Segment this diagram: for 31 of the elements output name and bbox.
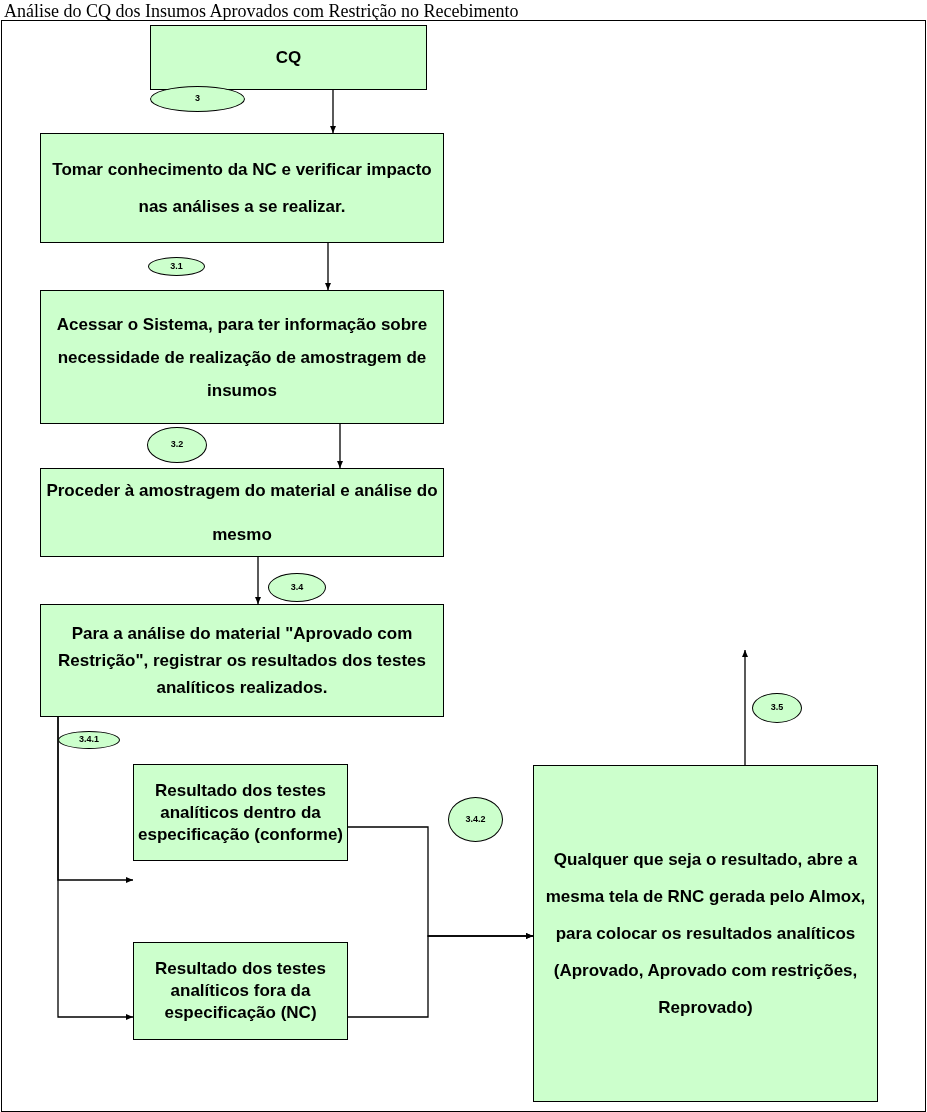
- step-number-oval: 3.2: [147, 427, 207, 463]
- step-number-oval: 3.5: [752, 693, 802, 723]
- box-text: Resultado dos testes analíticos fora da especificação (NC): [154, 958, 327, 1024]
- process-box: [40, 133, 444, 243]
- step-number-oval: 3.4.1: [58, 731, 120, 749]
- step-number-oval: 3.4: [268, 573, 326, 602]
- arrow: [255, 556, 261, 605]
- process-box: [533, 765, 878, 1102]
- process-box: [40, 604, 444, 717]
- step-number-oval: 3: [150, 86, 245, 112]
- arrow: [330, 89, 336, 134]
- process-box: [150, 25, 427, 90]
- box-text: Para a análise do material "Aprovado com Restrição", registrar os resultados dos testes analíticos realizados.: [56, 623, 427, 699]
- process-box: [133, 764, 348, 861]
- box-text: Resultado dos testes analíticos dentro da especificação (conforme): [138, 779, 343, 846]
- box-text: Acessar o Sistema, para ter informação sobre necessidade de realização de amostragem de insumos: [55, 313, 429, 402]
- box-text: Proceder à amostragem do material e análise do mesmo: [45, 479, 439, 546]
- arrow: [325, 242, 331, 291]
- box-text: Tomar conhecimento da NC e verificar impacto nas análises a se realizar.: [51, 159, 433, 218]
- arrow: [337, 423, 343, 469]
- arrow: [57, 716, 134, 1020]
- box-text: CQ: [275, 46, 302, 69]
- step-number-oval: 3.4.2: [448, 797, 503, 842]
- arrow: [742, 649, 748, 766]
- arrow: [347, 933, 534, 1018]
- box-text: Qualquer que seja o resultado, abre a mesma tela de RNC gerada pelo Almox, para colocar os resultados analíticos (Aprovado, Aprovado com restrições, Reprovado): [544, 849, 867, 1019]
- diagram-title: Análise do CQ dos Insumos Aprovados com Restrição no Recebimento: [4, 0, 519, 23]
- process-box: [40, 468, 444, 557]
- step-number-oval: 3.1: [148, 257, 205, 276]
- process-box: [40, 290, 444, 424]
- process-box: [133, 942, 348, 1040]
